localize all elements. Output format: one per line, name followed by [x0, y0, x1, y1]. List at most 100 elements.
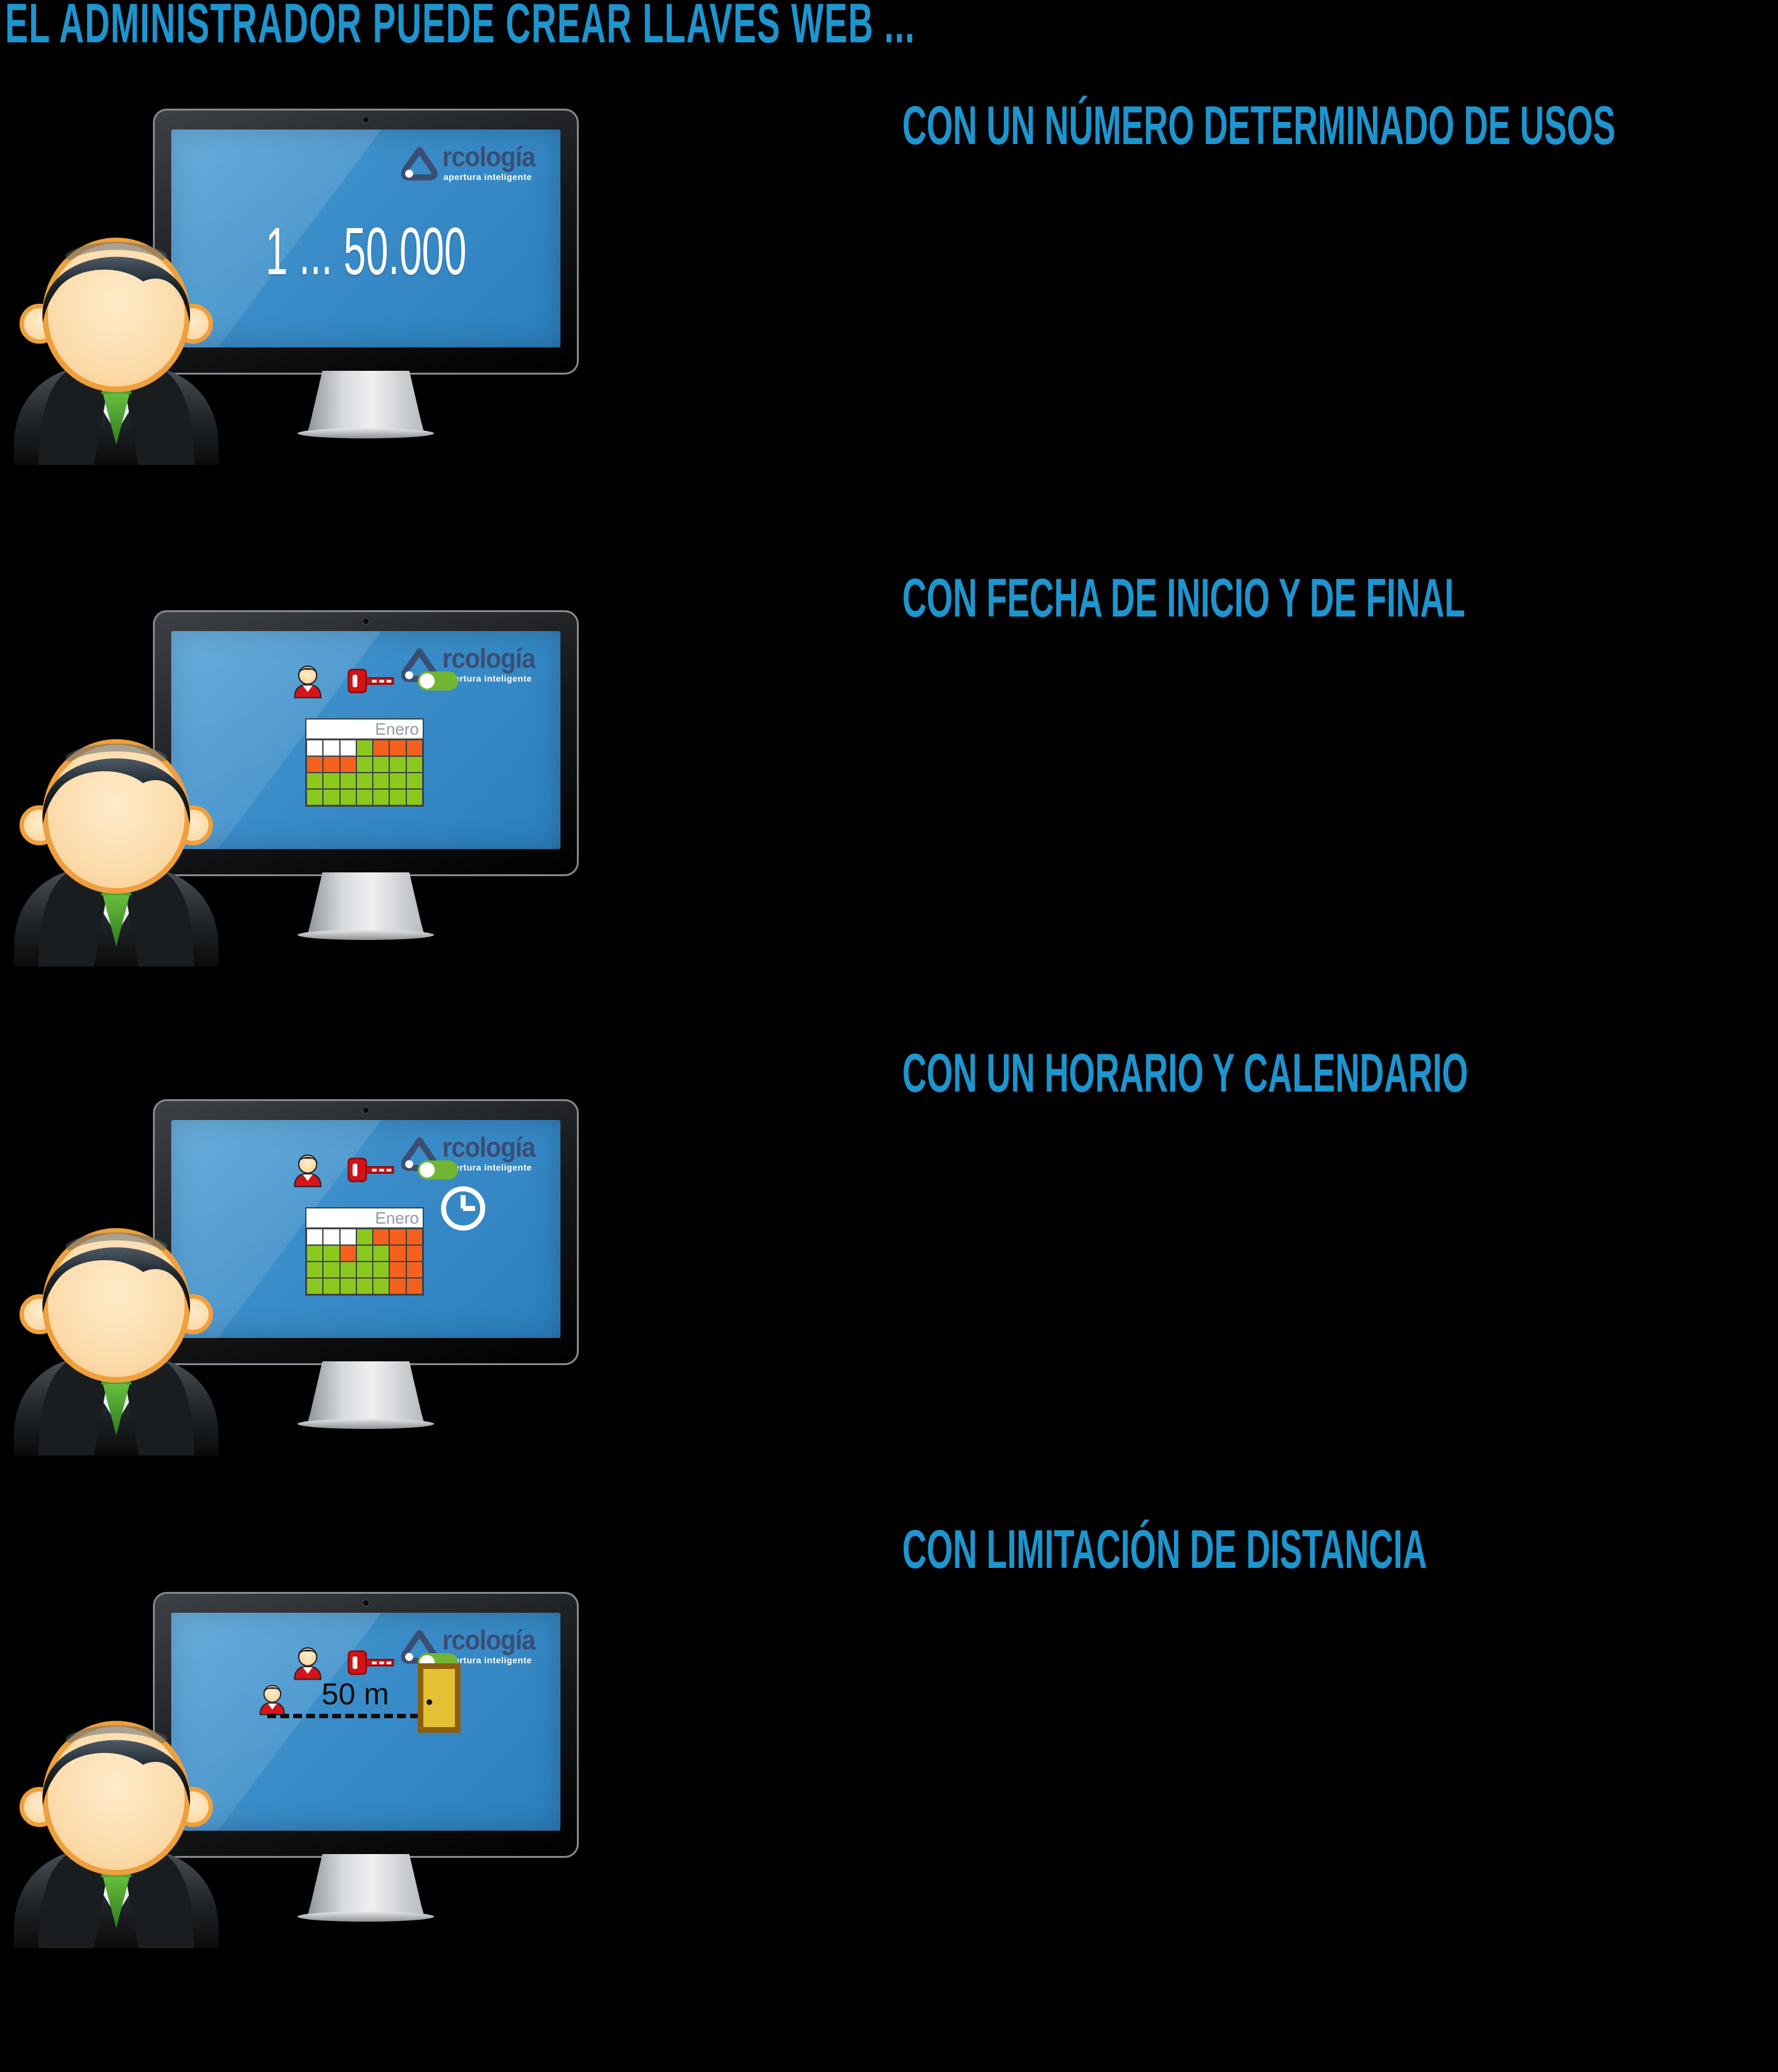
calendar-day-cell [373, 1246, 389, 1261]
door-icon [418, 1663, 461, 1733]
calendar-day-cell [340, 1262, 356, 1277]
calendar-day-cell [406, 790, 422, 805]
calendar-day-cell [340, 1229, 356, 1244]
logo-text-block: rcología apertura inteligente [442, 142, 545, 182]
user-icon [291, 1644, 324, 1680]
calendar-day-cell [356, 1279, 373, 1294]
calendar-day-cell [356, 773, 373, 788]
user-icon [257, 1682, 287, 1716]
calendar-day-cell [356, 790, 373, 805]
calendar-day-cell [307, 1279, 323, 1294]
calendar-day-cell [340, 757, 356, 772]
calendar-day-cell [390, 1279, 406, 1294]
feature-heading-text: CON UN HORARIO Y CALENDARIO [902, 1043, 1468, 1104]
feature-heading-usos: CON UN NÚMERO DETERMINADO DE USOS [902, 99, 1778, 153]
calendar-day-cell [356, 757, 373, 772]
monitor-screen: rcología apertura inteligente Enero [171, 631, 560, 849]
logo-brand-text: rcología [442, 643, 536, 674]
calendar-day-cell [307, 1262, 323, 1277]
calendar-day-cell [307, 740, 323, 756]
clock-icon [439, 1184, 487, 1232]
calendar-day-cell [356, 1229, 373, 1244]
logo-brand-text: rcología [442, 142, 536, 172]
feature-heading-fechas: CON FECHA DE INICIO Y DE FINAL [902, 571, 1778, 625]
logo-brand-text: rcología [442, 1625, 536, 1656]
usage-range-text: 1 ... 50.000 [171, 218, 560, 285]
feature-heading-text: CON UN NÚMERO DETERMINADO DE USOS [902, 95, 1616, 156]
calendar-day-cell [390, 1262, 406, 1277]
feature-heading-text: CON LIMITACIÓN DE DISTANCIA [902, 1519, 1427, 1580]
monitor-stand [307, 371, 425, 434]
key-icon [347, 668, 395, 694]
webcam-icon [362, 618, 370, 625]
logo-tagline: apertura inteligente [443, 1162, 532, 1172]
calendar-day-cell [356, 740, 373, 756]
toggle-on-icon [418, 1160, 458, 1179]
usage-range-value: 1 ... 50.000 [265, 214, 467, 289]
calendar-day-cell [390, 790, 406, 805]
calendar-day-cell [373, 740, 389, 756]
monitor-screen: rcología apertura inteligente Enero [171, 1120, 560, 1338]
page-title-text: EL ADMINISTRADOR PUEDE CREAR LLAVES WEB … [5, 0, 916, 54]
calendar-day-cell [340, 740, 356, 756]
calendar-month-label: Enero [375, 1208, 419, 1227]
calendar-day-cell [406, 757, 422, 772]
feature-heading-distancia: CON LIMITACIÓN DE DISTANCIA [902, 1522, 1748, 1577]
calendar-day-cell [390, 757, 406, 772]
monitor-screen: rcología apertura inteligente 1 ... 50.0… [171, 130, 560, 347]
admin-avatar [5, 1205, 227, 1455]
calendar-day-cell [324, 740, 339, 756]
calendar-day-cell [390, 1229, 406, 1244]
calendar-day-cell [390, 1246, 406, 1261]
calendar-grid [305, 1227, 424, 1296]
logo-tagline: apertura inteligente [443, 1655, 532, 1665]
calendar-day-cell [324, 1229, 339, 1244]
monitor-stand [307, 872, 425, 936]
distance-dashed-line [267, 1714, 419, 1718]
calendar-day-cell [340, 1246, 356, 1261]
calendar-header: Enero [305, 718, 424, 738]
calendar-day-cell [307, 773, 323, 788]
logo-text-block: rcología apertura inteligente [442, 643, 545, 684]
monitor-base [298, 428, 434, 438]
arcologia-logo: rcología apertura inteligente [400, 645, 545, 683]
calendar-day-cell [373, 1262, 389, 1277]
logo-tagline: apertura inteligente [443, 172, 532, 182]
monitor: rcología apertura inteligente Enero [153, 1099, 579, 1429]
monitor-screen: rcología apertura inteligente 50 m [171, 1613, 560, 1831]
monitor: rcología apertura inteligente 1 ... 50.0… [153, 109, 579, 438]
key-icon [347, 1157, 395, 1183]
calendar-day-cell [373, 1279, 389, 1294]
key-properties-iconrow [291, 663, 458, 699]
calendar-day-cell [406, 1262, 422, 1277]
feature-row-distancia: rcología apertura inteligente 50 m CON L… [0, 1522, 1778, 2072]
calendar-day-cell [324, 1279, 339, 1294]
feature-row-horario: rcología apertura inteligente Enero CON … [0, 1046, 1778, 1579]
logo-text-block: rcología apertura inteligente [442, 1627, 545, 1665]
monitor-stand [307, 1854, 425, 1917]
calendar-day-cell [307, 790, 323, 805]
admin-avatar [5, 215, 227, 465]
calendar-day-cell [324, 757, 339, 772]
feature-row-fechas: rcología apertura inteligente Enero CON … [0, 571, 1778, 1090]
monitor-base [298, 1419, 434, 1429]
calendar-header: Enero [305, 1207, 424, 1227]
webcam-icon [362, 1107, 370, 1114]
user-icon [291, 1152, 324, 1188]
toggle-knob [420, 673, 435, 689]
toggle-on-icon [418, 671, 458, 690]
feature-row-usos: rcología apertura inteligente 1 ... 50.0… [0, 99, 1778, 589]
webcam-icon [362, 1599, 370, 1606]
page-title: EL ADMINISTRADOR PUEDE CREAR LLAVES WEB … [5, 0, 1473, 55]
monitor-base [298, 930, 434, 940]
arcologia-logo: rcología apertura inteligente [400, 143, 545, 181]
calendar-day-cell [340, 773, 356, 788]
calendar-day-cell [406, 1246, 422, 1261]
calendar-day-cell [324, 1262, 339, 1277]
calendar-day-cell [356, 1246, 373, 1261]
calendar-day-cell [324, 1246, 339, 1261]
arcologia-logo: rcología apertura inteligente [400, 1134, 545, 1172]
key-icon [347, 1649, 395, 1676]
calendar-day-cell [390, 740, 406, 756]
monitor-stand [307, 1361, 425, 1424]
